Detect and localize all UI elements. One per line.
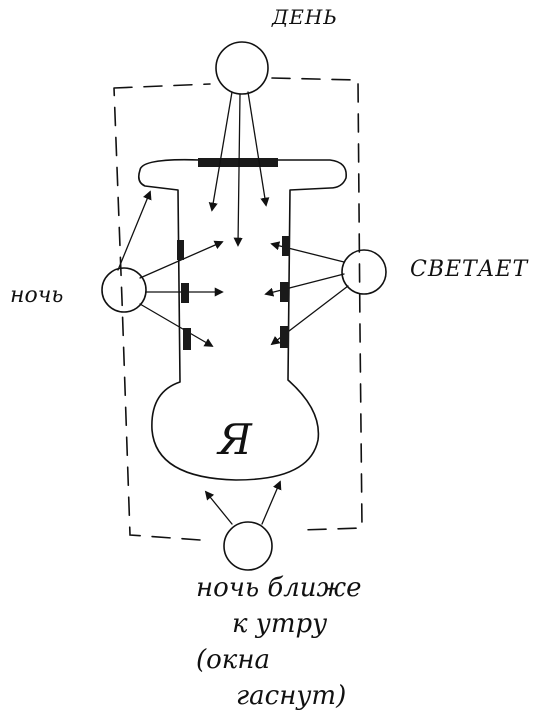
label-night: ночь: [10, 283, 63, 308]
top-hatch: [198, 158, 278, 167]
day-arrow-2: [233, 93, 243, 247]
day-arrow-3: [247, 91, 270, 207]
dawn-circle: [341, 249, 387, 295]
label-windows-2: гаснут): [236, 681, 346, 711]
near-morning-circle: [223, 521, 273, 571]
left-window-3: [183, 328, 191, 350]
right-window-1: [282, 236, 290, 256]
label-dawn: СВЕТАЕТ: [410, 257, 529, 282]
left-window-1: [177, 240, 184, 260]
label-day: ДЕНЬ: [271, 5, 338, 29]
day-circle: [215, 41, 269, 95]
day-arrow-1: [208, 91, 233, 212]
left-window-2: [181, 283, 189, 303]
right-window-3: [280, 326, 289, 348]
label-near-morning-1: ночь ближе: [196, 573, 361, 603]
night-arrow-4: [139, 303, 214, 347]
dashed-boundary: [113, 77, 363, 541]
label-windows-1: (окна: [196, 645, 270, 675]
label-near-morning-2: к утру: [232, 609, 327, 639]
building-outline: [138, 158, 347, 481]
night-arrow-1: [117, 190, 152, 271]
label-self: Я: [216, 415, 253, 464]
near-morning-arrow-2: [261, 480, 282, 525]
near-morning-arrow-1: [204, 490, 233, 525]
night-circle: [101, 267, 147, 313]
dawn-arrow-2: [264, 273, 345, 297]
right-window-2: [280, 282, 289, 302]
